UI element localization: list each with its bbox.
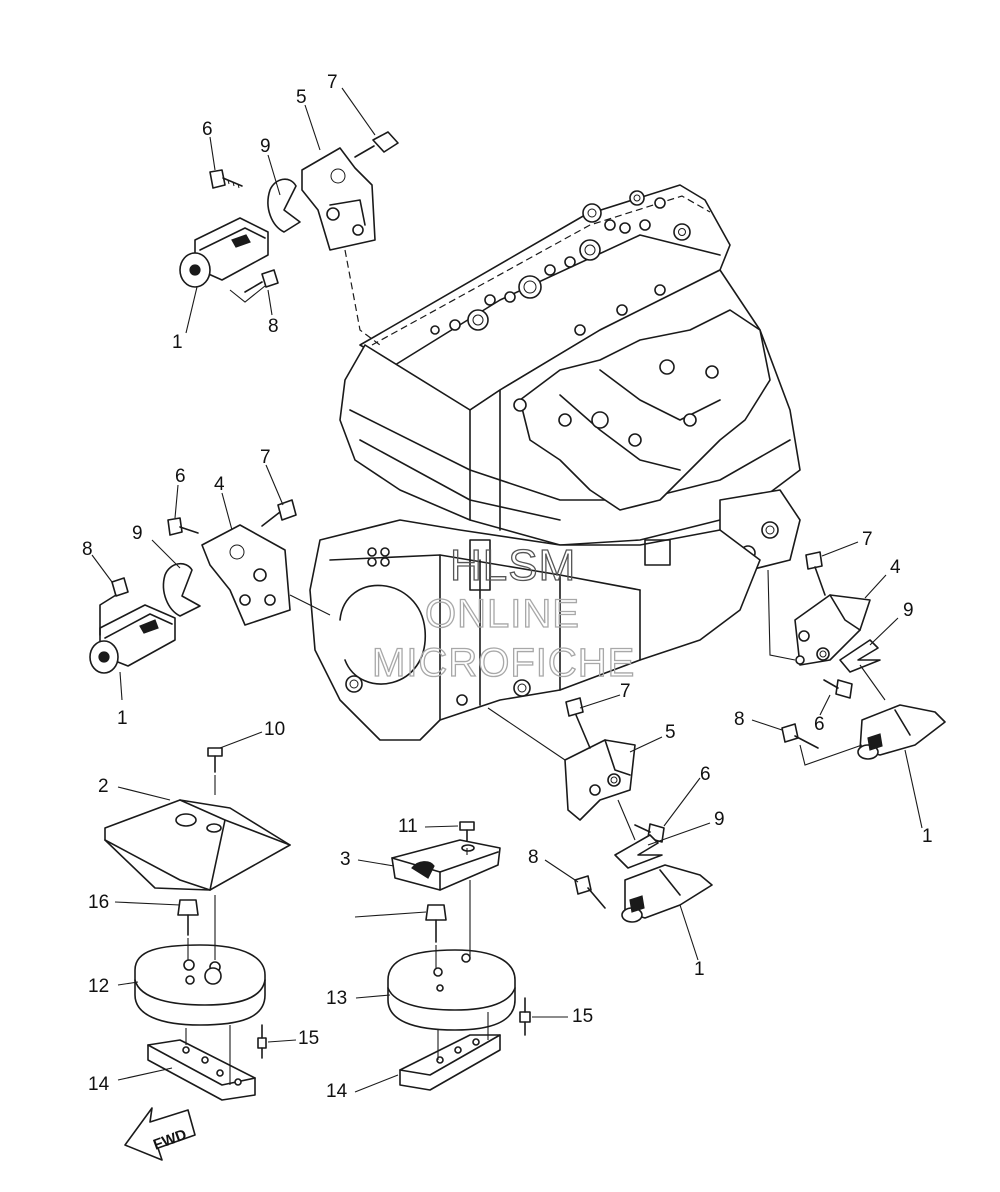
plate-part-2: [104, 799, 291, 891]
bolt-part-6: [823, 679, 853, 699]
callout-part-9: 9: [714, 809, 725, 830]
stopper-part-14: [399, 1034, 501, 1091]
rubber-mount-part-13: [387, 949, 516, 1031]
spacer-part-9: [614, 834, 663, 869]
bolt-part-16: [425, 904, 447, 943]
bolt-part-10: [207, 747, 223, 773]
rubber-mount-part-12: [134, 944, 266, 1026]
watermark-line-3: MICROFICHE: [372, 641, 635, 685]
callout-part-1: 1: [117, 708, 128, 729]
spacer-part-9: [162, 562, 201, 617]
bolt-part-8: [99, 577, 129, 636]
callout-part-2: 2: [98, 776, 109, 797]
stopper-part-14: [147, 1039, 256, 1101]
callout-part-9: 9: [903, 600, 914, 621]
callout-part-1: 1: [694, 959, 705, 980]
callout-part-9: 9: [132, 523, 143, 544]
callout-part-3: 3: [340, 849, 351, 870]
bolt-part-8: [781, 723, 819, 749]
callout-part-14: 14: [88, 1074, 110, 1095]
bolt-part-7: [354, 131, 399, 158]
callout-part-10: 10: [264, 719, 285, 740]
engine-mount-part-1: [857, 704, 946, 760]
watermark-line-1: HLSM: [450, 541, 576, 590]
center-mount-group: [487, 697, 713, 923]
bolt-part-7: [261, 499, 297, 527]
engine-mount-part-1: [621, 864, 713, 923]
bolt-part-16: [177, 899, 199, 936]
fwd-arrow-icon: FWD: [124, 1107, 196, 1161]
callout-part-4: 4: [890, 557, 901, 578]
callout-part-6: 6: [175, 466, 186, 487]
callout-part-15: 15: [572, 1006, 593, 1027]
callout-part-9: 9: [260, 136, 271, 157]
callout-part-7: 7: [862, 529, 873, 550]
callout-part-6: 6: [202, 119, 213, 140]
engine-block: [309, 184, 801, 741]
mount-bracket-part-5: [301, 147, 376, 251]
callout-part-7: 7: [327, 72, 338, 93]
bolt-part-7: [565, 697, 591, 749]
bolt-part-7: [805, 551, 826, 596]
callout-part-4: 4: [214, 474, 225, 495]
callout-part-15: 15: [298, 1028, 319, 1049]
bolt-part-6: [209, 169, 243, 189]
callout-part-8: 8: [528, 847, 539, 868]
mount-bracket-part-4: [794, 594, 871, 666]
head-bolts: [430, 190, 691, 336]
callout-part-1: 1: [922, 826, 933, 847]
mount-bracket-part-5: [564, 739, 636, 821]
engine-mount-part-1: [179, 217, 269, 288]
callout-part-13: 13: [326, 988, 347, 1009]
right-mount-group: [767, 551, 946, 766]
callout-part-1: 1: [172, 332, 183, 353]
callout-part-8: 8: [268, 316, 279, 337]
callout-part-7: 7: [620, 681, 631, 702]
callout-part-8: 8: [734, 709, 745, 730]
callout-part-6: 6: [814, 714, 825, 735]
plate-part-3: [391, 839, 501, 891]
lower-left-assembly: [104, 747, 291, 1101]
pin-part-15: [519, 997, 531, 1036]
callout-part-14: 14: [326, 1081, 348, 1102]
middle-left-mount-group: [89, 499, 331, 674]
callout-part-8: 8: [82, 539, 93, 560]
callout-leaders: [91, 87, 923, 1093]
spacer-part-9: [267, 178, 301, 233]
spacer-part-9: [839, 639, 881, 673]
bolt-part-6: [167, 517, 199, 536]
lower-center-assembly: [387, 821, 531, 1091]
pin-part-15: [257, 1024, 267, 1059]
watermark: HLSM ONLINE MICROFICHE: [371, 540, 635, 685]
upper-left-mount-group: [179, 131, 399, 346]
bolt-part-8: [244, 269, 279, 293]
watermark-line-2: ONLINE: [425, 592, 580, 636]
callout-part-5: 5: [296, 87, 307, 108]
callout-numbers: 1 6 9 5 7 8 6 4 7 8 9 1 7 4 9 6 8 1 7 5 …: [82, 72, 933, 1102]
callout-part-5: 5: [665, 722, 676, 743]
engine-mount-part-1: [89, 604, 176, 674]
callout-part-6: 6: [700, 764, 711, 785]
callout-part-11: 11: [398, 816, 418, 837]
callout-part-7: 7: [260, 447, 271, 468]
callout-part-16: 16: [88, 892, 109, 913]
mount-bracket-part-4: [201, 524, 291, 626]
bolt-part-8: [574, 875, 606, 909]
callout-part-12: 12: [88, 976, 109, 997]
